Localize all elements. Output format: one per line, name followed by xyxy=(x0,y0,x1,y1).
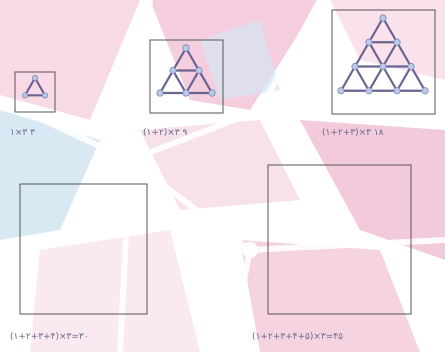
small-triangle xyxy=(184,69,214,95)
vertex-dot xyxy=(156,89,164,97)
vertex-dot xyxy=(365,87,373,95)
small-triangle xyxy=(367,65,399,92)
vertex-dot xyxy=(365,38,373,46)
vertex-dot xyxy=(407,62,415,71)
figure-1-triangles xyxy=(21,75,49,99)
vertex-dot xyxy=(169,66,177,75)
figure-3-frame xyxy=(331,9,436,115)
figure-2 xyxy=(149,39,224,114)
caption-figure-4: (۱+۲+۳+۴)×۳=۳۰ xyxy=(10,332,89,342)
vertex-dot xyxy=(421,87,429,95)
small-triangle xyxy=(381,41,413,68)
vertex-dot xyxy=(379,62,387,71)
caption-figure-3: (۱+۲+۳)×۳ ۱۸ xyxy=(322,128,384,138)
caption-figure-5: (۱+۲+۳+۴+۵)×۳=۴۵ xyxy=(252,332,343,342)
vertex-dot xyxy=(21,92,28,99)
caption-figure-2: (۱+۲)×۳ ۹ xyxy=(143,128,188,138)
figure-2-frame xyxy=(149,39,224,114)
figure-4-frame xyxy=(19,183,148,315)
small-triangle xyxy=(339,65,371,92)
vertex-dot xyxy=(379,14,387,22)
figure-3 xyxy=(331,9,436,115)
vertex-dot xyxy=(351,62,359,71)
figure-4 xyxy=(19,183,148,315)
caption-figure-1: ۱×۳ ۳ xyxy=(10,128,35,138)
small-triangle xyxy=(171,46,201,72)
small-triangle xyxy=(353,41,385,68)
figure-5-frame xyxy=(267,164,412,315)
vertex-dot xyxy=(32,75,39,82)
vertex-dot xyxy=(182,89,190,97)
vertex-dot xyxy=(208,89,216,97)
figure-5 xyxy=(267,164,412,315)
small-triangle xyxy=(158,69,188,95)
vertex-dot xyxy=(182,44,190,52)
small-triangle xyxy=(367,16,399,44)
vertex-dot xyxy=(393,38,401,46)
figure-3-triangles xyxy=(337,14,429,95)
small-triangle xyxy=(395,65,427,92)
vertex-dot xyxy=(195,66,203,75)
figure-1-frame xyxy=(14,71,56,113)
figure-1 xyxy=(14,71,56,113)
vertex-dot xyxy=(42,92,49,99)
figure-2-triangles xyxy=(156,44,216,97)
small-triangle xyxy=(23,76,47,97)
vertex-dot xyxy=(393,87,401,95)
vertex-dot xyxy=(337,87,345,95)
